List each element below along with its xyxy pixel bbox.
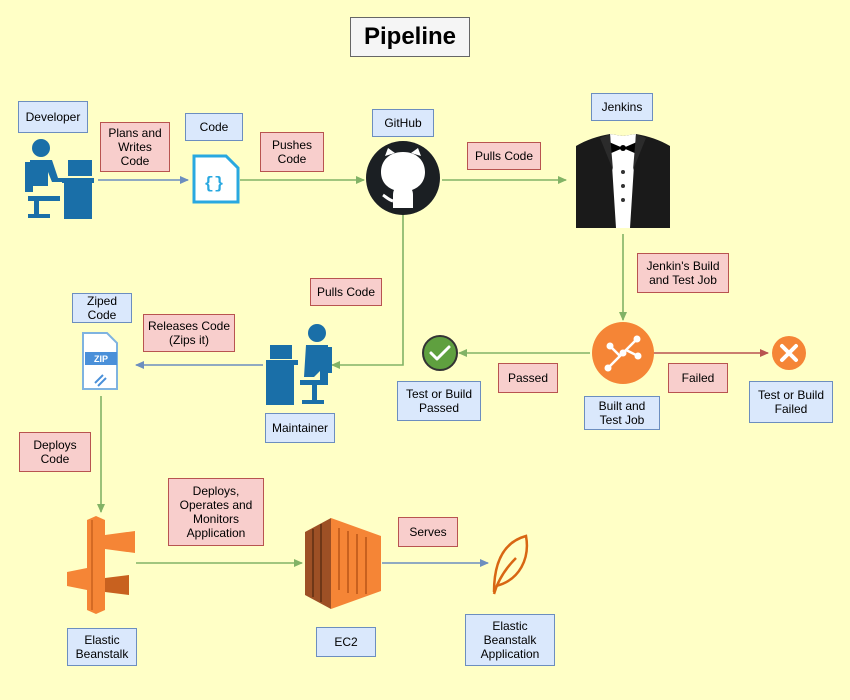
- fail-x-icon: [772, 336, 806, 370]
- maintainer-label: Maintainer: [265, 413, 335, 443]
- edge-label-serves: Serves: [398, 517, 458, 547]
- zip-file-icon: ZIP: [82, 332, 118, 390]
- elastic-beanstalk-icon: [67, 516, 135, 614]
- edge-label-deploys: Deploys Code: [19, 432, 91, 472]
- edge-label-jenkins-job: Jenkin's Build and Test Job: [637, 253, 729, 293]
- elastic-beanstalk-label: Elastic Beanstalk: [67, 628, 137, 666]
- github-icon: [366, 141, 440, 215]
- ec2-label: EC2: [316, 627, 376, 657]
- zip-text: ZIP: [94, 354, 108, 364]
- edge-github-to-maintainer: [331, 215, 404, 369]
- test-failed-label: Test or Build Failed: [749, 381, 833, 423]
- code-braces-glyph: {}: [204, 175, 224, 194]
- github-label: GitHub: [372, 109, 434, 137]
- developer-icon: [25, 139, 94, 219]
- edge-label-failed: Failed: [668, 363, 728, 393]
- maintainer-icon: [266, 324, 332, 405]
- edge-label-passed: Passed: [498, 363, 558, 393]
- build-test-job-label: Built and Test Job: [584, 396, 660, 430]
- build-test-job-icon: [592, 322, 654, 384]
- edge-label-pulls-jenkins: Pulls Code: [467, 142, 541, 170]
- edge-label-pushes: Pushes Code: [260, 132, 324, 172]
- edge-label-deploys-operates: Deploys, Operates and Monitors Applicati…: [168, 478, 264, 546]
- check-icon: [422, 335, 458, 371]
- jenkins-butler-icon: [576, 134, 670, 228]
- edge-label-pulls-maintainer: Pulls Code: [310, 278, 382, 306]
- edge-label-releases: Releases Code (Zips it): [143, 314, 235, 352]
- page-title: Pipeline: [350, 17, 470, 57]
- code-file-icon: {}: [192, 154, 240, 204]
- test-passed-label: Test or Build Passed: [397, 381, 481, 421]
- edge-label-plans-writes: Plans and Writes Code: [100, 122, 170, 172]
- ec2-icon: [305, 518, 381, 609]
- developer-label: Developer: [18, 101, 88, 133]
- jenkins-label: Jenkins: [591, 93, 653, 121]
- leaf-icon: [492, 534, 529, 595]
- eb-application-label: Elastic Beanstalk Application: [465, 614, 555, 666]
- zipped-code-label: Ziped Code: [72, 293, 132, 323]
- code-label: Code: [185, 113, 243, 141]
